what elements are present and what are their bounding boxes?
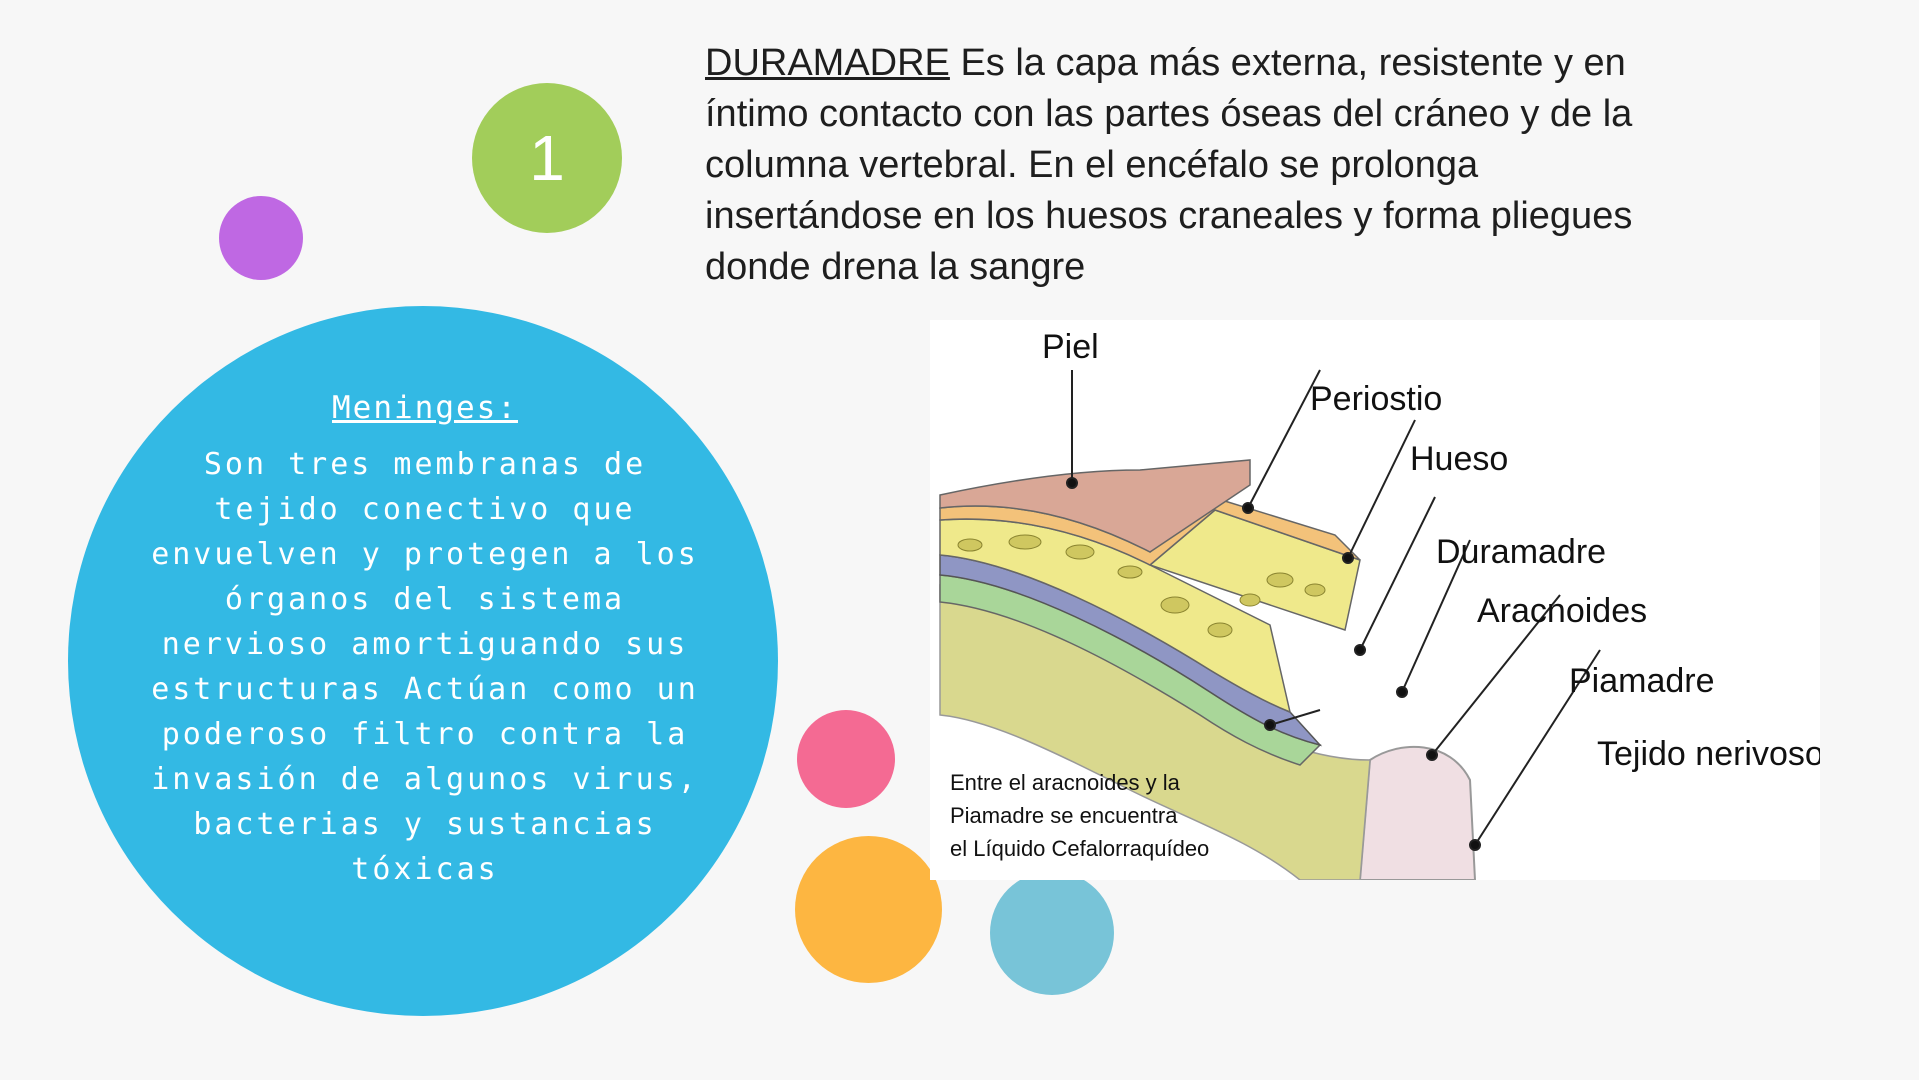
label-piamadre: Piamadre: [1569, 662, 1715, 700]
meninges-circle: [68, 306, 778, 1016]
tejido-layer: [1358, 745, 1477, 880]
meninges-diagram: Piel Periostio Hueso Duramadre Aracnoide…: [930, 320, 1820, 880]
note-line-2: Piamadre se encuentra: [950, 803, 1178, 828]
bone-pores: [957, 534, 1326, 638]
label-periostio: Periostio: [1310, 380, 1442, 418]
meninges-heading: Meninges:: [332, 390, 518, 426]
label-tejido: Tejido nerivoso: [1597, 735, 1820, 773]
slide-number-circle: 1: [472, 83, 622, 233]
leader-lines: [1066, 369, 1601, 851]
meninges-description: Son tres membranas de tejido conectivo q…: [151, 447, 699, 887]
duramadre-description: DURAMADRE Es la capa más externa, resist…: [705, 38, 1665, 293]
slide-number: 1: [529, 122, 565, 194]
note-line-1: Entre el aracnoides y la: [950, 770, 1181, 795]
pink-dot: [797, 710, 895, 808]
purple-dot: [219, 196, 303, 280]
label-hueso: Hueso: [1410, 440, 1508, 478]
label-aracnoides: Aracnoides: [1477, 592, 1647, 630]
piel-layer: [939, 459, 1251, 553]
note-line-3: el Líquido Cefalorraquídeo: [950, 836, 1209, 861]
label-piel: Piel: [1042, 328, 1099, 366]
duramadre-term: DURAMADRE: [705, 42, 950, 84]
meninges-text-block: Meninges: Son tres membranas de tejido c…: [140, 390, 710, 892]
orange-dot: [795, 836, 942, 983]
duramadre-text: Es la capa más externa, resistente y en …: [705, 42, 1633, 288]
label-duramadre: Duramadre: [1436, 533, 1606, 571]
teal-dot: [990, 871, 1114, 995]
